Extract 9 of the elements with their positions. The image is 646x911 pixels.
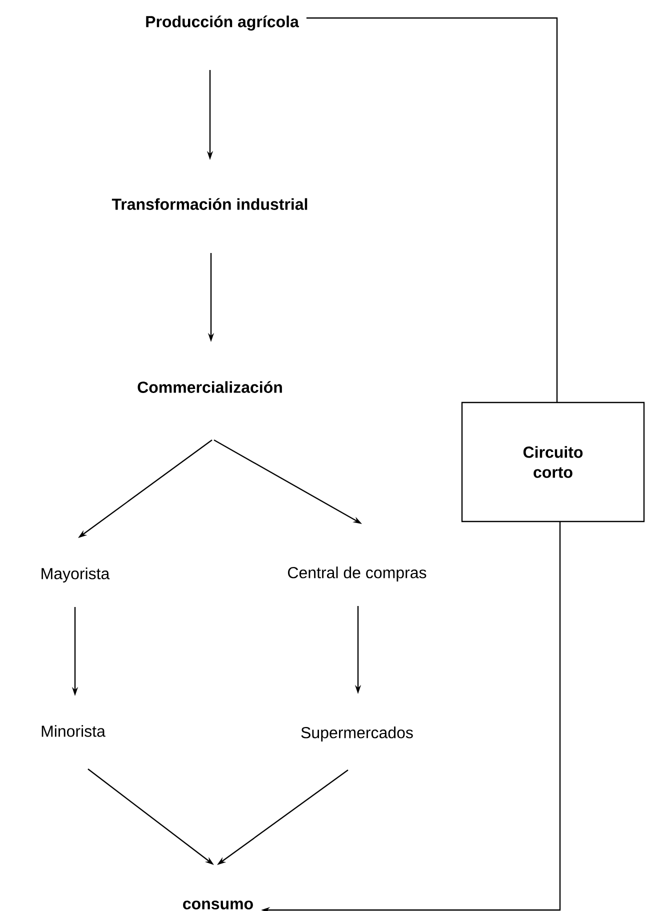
stage-label: consumo: [183, 900, 253, 910]
process-box: Circuito corto: [461, 402, 645, 522]
channel-label: Minorista: [42, 725, 106, 737]
stage-label: Transformación industrial: [112, 198, 308, 210]
channel-label: Central de compras: [288, 566, 426, 582]
stage-label: Commercialización: [138, 381, 282, 393]
channel-label: Mayorista: [42, 568, 110, 582]
stage-label: Producción agrícola: [146, 15, 299, 31]
channel-label: Supermercados: [301, 726, 413, 742]
